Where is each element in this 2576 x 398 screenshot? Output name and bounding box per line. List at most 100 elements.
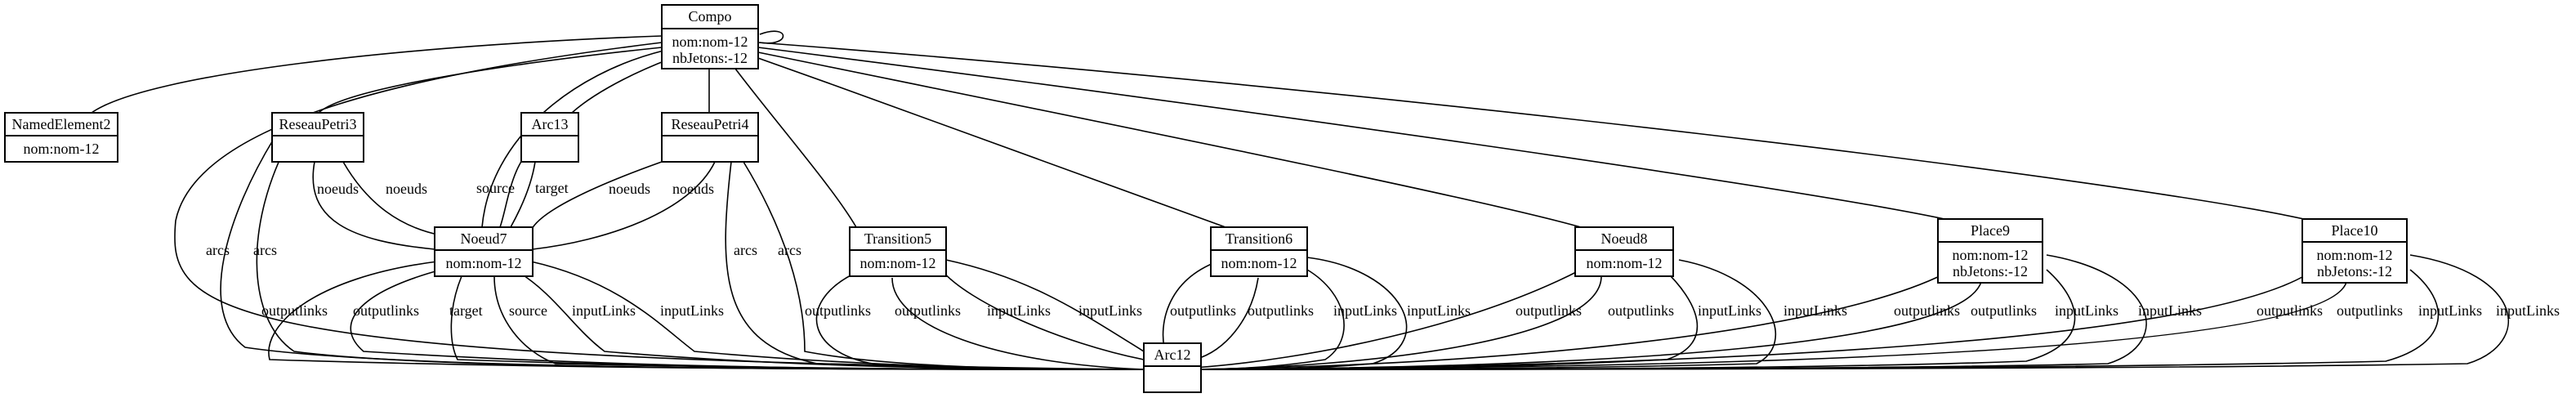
edge-label-target: target <box>449 302 483 319</box>
node-compo-name: Compo <box>688 8 731 25</box>
edge-transition6-arc12-out-a <box>1162 261 1218 348</box>
edge-compo-self <box>759 30 784 44</box>
edge-label-outputlinks: outputlinks <box>1894 302 1960 319</box>
edge-transition5-arc12-in-a <box>940 269 1145 360</box>
edge-transition5-arc12-in-b <box>945 259 1145 352</box>
node-namedelement2: NamedElement2 nom:nom-12 <box>4 112 118 163</box>
edges <box>91 30 2509 370</box>
edge-label-outputlinks: outputlinks <box>2257 302 2323 319</box>
edge-compo-transition5 <box>734 68 857 228</box>
edge-place10-arc12-in-b <box>1194 254 2509 370</box>
edge-reseaupetri4-noeud7-a <box>530 161 663 231</box>
edge-compo-arc12 <box>174 42 1145 370</box>
edge-transition6-arc12-in-a <box>1194 269 1345 370</box>
edge-transition6-arc12-out-b <box>1194 277 1259 360</box>
edge-reseaupetri3-noeud7-b <box>342 161 442 236</box>
edge-label-noeuds: noeuds <box>672 181 714 197</box>
node-place9-name: Place9 <box>1971 222 2010 239</box>
edge-label-arcs: arcs <box>734 242 757 258</box>
edge-place10-arc12-out-b <box>1194 281 2347 370</box>
node-transition5: Transition5 nom:nom-12 <box>849 226 947 277</box>
edge-label-outputlinks: outputlinks <box>353 302 419 319</box>
edge-label-outputlinks: outputlinks <box>1608 302 1674 319</box>
node-place10-attr: nom:nom-12 <box>2317 247 2393 263</box>
node-reseaupetri4-name: ReseauPetri4 <box>672 116 749 132</box>
edge-place10-arc12-out-a <box>1194 273 2309 370</box>
node-arc13-name: Arc13 <box>532 116 569 132</box>
edge-label-noeuds: noeuds <box>317 181 359 197</box>
edge-label-outputlinks: outputlinks <box>1170 302 1236 319</box>
edge-label-inputLinks: inputLinks <box>1407 302 1471 319</box>
edge-compo-place10 <box>757 42 2305 220</box>
edge-label-outputlinks: outputlinks <box>1971 302 2037 319</box>
node-place9-attr: nbJetons:-12 <box>1953 263 2028 279</box>
edge-label-inputLinks: inputLinks <box>660 302 724 319</box>
node-compo: Compo nom:nom-12 nbJetons:-12 <box>661 4 759 69</box>
node-noeud7-attr: nom:nom-12 <box>446 255 522 271</box>
edge-label-outputlinks: outputlinks <box>2337 302 2403 319</box>
edge-label-inputLinks: inputLinks <box>2055 302 2118 319</box>
edge-label-outputlinks: outputlinks <box>1248 302 1314 319</box>
node-noeud8: Noeud8 nom:nom-12 <box>1574 226 1674 277</box>
edge-compo-place9 <box>757 47 1945 220</box>
edge-noeud7-arc12-source <box>493 275 1145 370</box>
edge-label-arcs: arcs <box>778 242 801 258</box>
edge-label-source: source <box>509 302 547 319</box>
node-transition5-attr: nom:nom-12 <box>860 255 936 271</box>
node-namedelement2-attr: nom:nom-12 <box>24 141 100 157</box>
node-reseaupetri3: ReseauPetri3 <box>271 112 364 163</box>
edge-compo-transition6 <box>755 56 1226 228</box>
edge-label-inputLinks: inputLinks <box>2496 302 2560 319</box>
edge-compo-namedelement2 <box>91 35 663 114</box>
edge-compo-noeud8 <box>757 51 1582 228</box>
node-arc12-name: Arc12 <box>1154 347 1191 363</box>
node-noeud7-name: Noeud7 <box>461 230 507 247</box>
edge-label-source: source <box>476 180 515 196</box>
node-noeud8-name: Noeud8 <box>1601 230 1648 247</box>
edge-reseaupetri4-noeud7-b <box>532 161 716 250</box>
edge-label-outputlinks: outputlinks <box>1516 302 1582 319</box>
edge-reseaupetri3-noeud7-a <box>312 161 435 250</box>
edge-label-outputlinks: outputlinks <box>895 302 961 319</box>
edge-label-outputlinks: outputlinks <box>261 302 328 319</box>
edge-label-arcs: arcs <box>206 242 230 258</box>
edge-label-inputLinks: inputLinks <box>1078 302 1142 319</box>
node-namedelement2-name: NamedElement2 <box>12 116 111 132</box>
edge-place9-arc12-out-a <box>1194 273 1945 370</box>
edge-label-inputLinks: inputLinks <box>987 302 1051 319</box>
node-place10-attr: nbJetons:-12 <box>2317 263 2392 279</box>
edge-label-noeuds: noeuds <box>386 181 427 197</box>
edge-label-arcs: arcs <box>253 242 277 258</box>
node-compo-attr: nom:nom-12 <box>672 34 748 50</box>
edge-noeud8-arc12-out-a <box>1194 269 1582 369</box>
node-reseaupetri3-name: ReseauPetri3 <box>279 116 357 132</box>
edge-compo-reseaupetri3 <box>318 47 663 114</box>
edge-label-target: target <box>535 180 569 196</box>
edge-label-inputLinks: inputLinks <box>1784 302 1847 319</box>
edge-label-inputLinks: inputLinks <box>2138 302 2202 319</box>
node-noeud7: Noeud7 nom:nom-12 <box>434 226 534 277</box>
edge-label-inputLinks: inputLinks <box>2418 302 2482 319</box>
nodes: Compo nom:nom-12 nbJetons:-12 NamedEleme… <box>4 4 2408 393</box>
node-place10-name: Place10 <box>2332 222 2378 239</box>
node-transition5-name: Transition5 <box>864 230 931 247</box>
edge-labels: noeuds noeuds arcs arcs source target no… <box>206 180 2560 319</box>
edge-label-inputLinks: inputLinks <box>572 302 636 319</box>
edge-noeud7-arc12-in-a <box>514 269 1145 370</box>
edge-arc13-noeud7-target <box>510 161 536 228</box>
node-transition6: Transition6 nom:nom-12 <box>1210 226 1308 277</box>
node-noeud8-attr: nom:nom-12 <box>1587 255 1663 271</box>
node-arc13: Arc13 <box>520 112 579 163</box>
node-transition6-name: Transition6 <box>1225 230 1292 247</box>
node-place9: Place9 nom:nom-12 nbJetons:-12 <box>1937 218 2043 284</box>
node-arc12: Arc12 <box>1143 342 1202 393</box>
edge-reseaupetri3-arc12-b <box>256 138 1145 370</box>
edge-transition5-arc12-out-b <box>891 277 1145 370</box>
node-transition6-attr: nom:nom-12 <box>1221 255 1297 271</box>
node-place10: Place10 nom:nom-12 nbJetons:-12 <box>2301 218 2408 284</box>
node-compo-attr: nbJetons:-12 <box>672 50 748 66</box>
edge-noeud8-arc12-in-a <box>1194 267 1699 370</box>
edge-label-inputLinks: inputLinks <box>1333 302 1397 319</box>
edge-label-outputlinks: outputlinks <box>805 302 871 319</box>
